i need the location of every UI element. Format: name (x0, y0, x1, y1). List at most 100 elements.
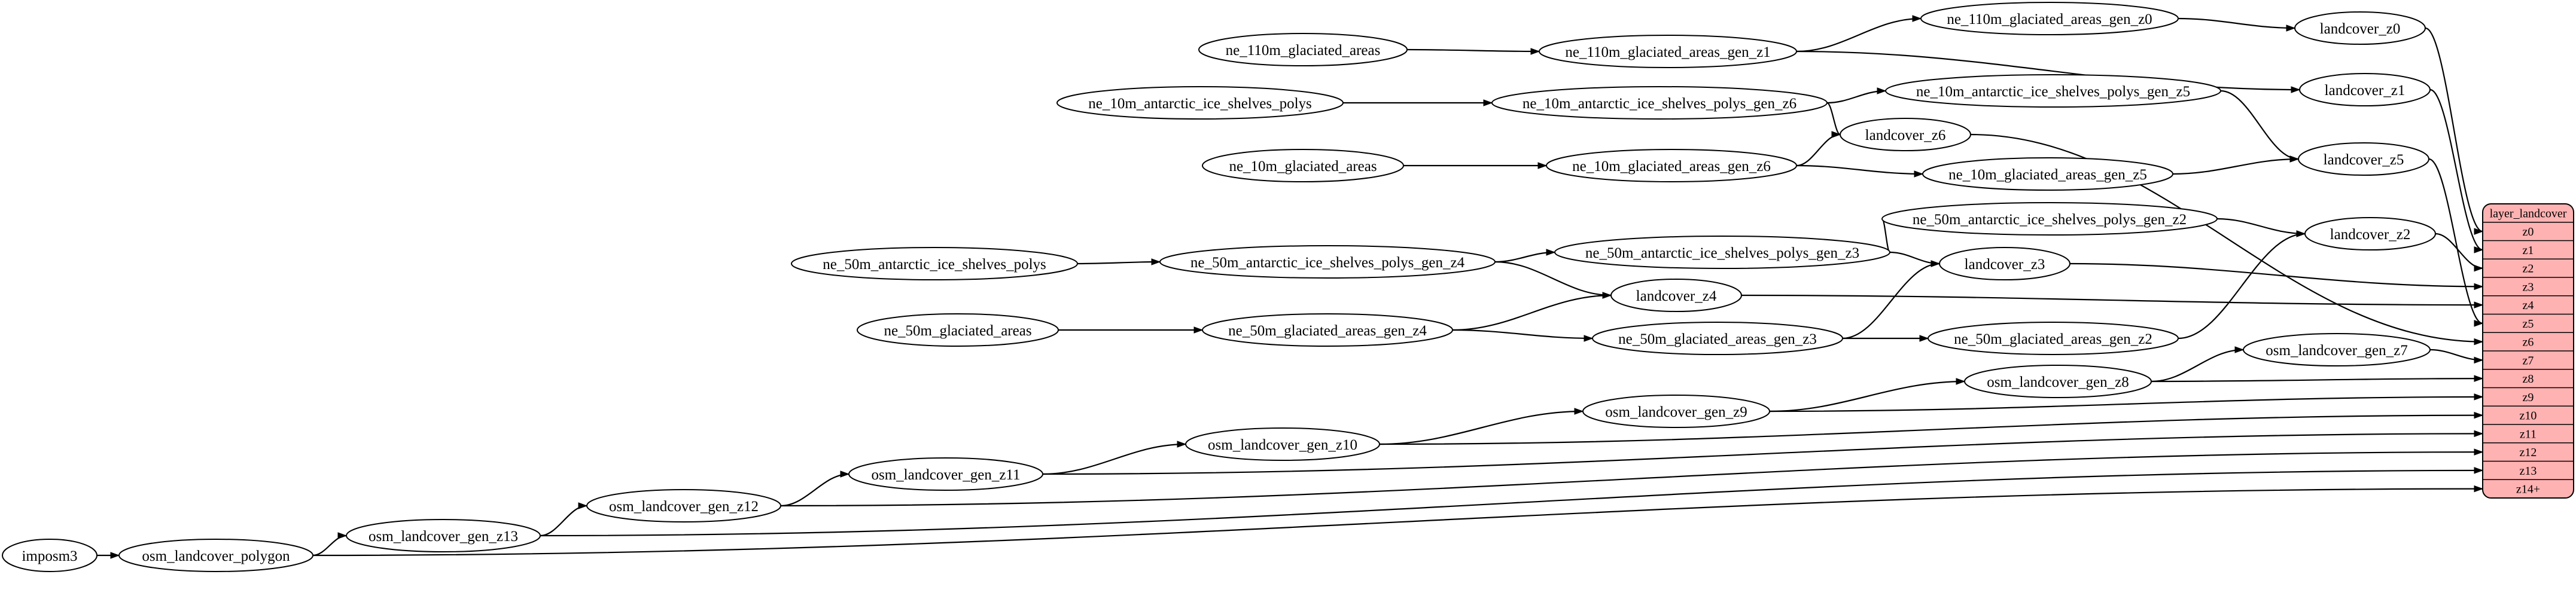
node-label-osm_landcover_gen_z8: osm_landcover_gen_z8 (1987, 374, 2129, 390)
edge-osm_landcover_gen_z11-to-osm_landcover_gen_z10 (1042, 444, 1186, 475)
edge-osm_landcover_polygon-to-osm_landcover_gen_z13 (312, 536, 346, 557)
node-label-ne_110m_glaciated_areas_gen_z1: ne_110m_glaciated_areas_gen_z1 (1565, 44, 1770, 60)
edge-ne_50m_antarctic_ice_shelves_polys_gen_z2-to-landcover_z2 (2216, 218, 2305, 234)
node-label-ne_110m_glaciated_areas_gen_z0: ne_110m_glaciated_areas_gen_z0 (1947, 11, 2152, 28)
node-landcover_z0: landcover_z0 (2294, 11, 2426, 45)
record-row-z13: z13 (2520, 465, 2537, 478)
node-label-ne_10m_antarctic_ice_shelves_polys_gen_z6: ne_10m_antarctic_ice_shelves_polys_gen_z… (1523, 96, 1796, 112)
node-ne_10m_glaciated_areas: ne_10m_glaciated_areas (1202, 149, 1404, 182)
node-label-ne_50m_antarctic_ice_shelves_polys_gen_z3: ne_50m_antarctic_ice_shelves_polys_gen_z… (1585, 245, 1859, 261)
record-row-z12: z12 (2520, 446, 2537, 459)
edge-osm_landcover_gen_z12-to-rec-z12 (780, 452, 2483, 507)
node-label-ne_10m_antarctic_ice_shelves_polys_gen_z5: ne_10m_antarctic_ice_shelves_polys_gen_z… (1916, 84, 2190, 100)
edge-ne_10m_glaciated_areas_gen_z5-to-landcover_z5 (2172, 159, 2298, 175)
edge-osm_landcover_gen_z12-to-osm_landcover_gen_z11 (780, 474, 849, 507)
node-landcover_z3: landcover_z3 (1939, 247, 2070, 280)
node-shape-ne_50m_antarctic_ice_shelves_polys_gen_z3 (1554, 236, 1890, 269)
node-shape-ne_110m_glaciated_areas (1198, 33, 1408, 66)
node-shape-ne_50m_glaciated_areas (857, 313, 1059, 347)
node-label-imposm3: imposm3 (22, 548, 77, 564)
edge-osm_landcover_gen_z10-to-osm_landcover_gen_z9 (1379, 411, 1583, 445)
record-row-z8: z8 (2523, 372, 2534, 386)
edge-ne_50m_antarctic_ice_shelves_polys_gen_z4-to-ne_50m_antarctic_ice_shelves_polys_gen_z3 (1494, 252, 1555, 263)
node-label-ne_50m_antarctic_ice_shelves_polys: ne_50m_antarctic_ice_shelves_polys (823, 256, 1046, 273)
record-row-z3: z3 (2523, 280, 2534, 294)
node-osm_landcover_gen_z9: osm_landcover_gen_z9 (1582, 395, 1770, 428)
edge-ne_10m_glaciated_areas_gen_z6-to-ne_10m_glaciated_areas_gen_z5 (1796, 164, 1923, 174)
node-osm_landcover_gen_z12: osm_landcover_gen_z12 (586, 489, 781, 522)
node-landcover_z2: landcover_z2 (2304, 217, 2436, 250)
node-ne_10m_glaciated_areas_gen_z5: ne_10m_glaciated_areas_gen_z5 (1922, 157, 2173, 191)
record-row-z4: z4 (2523, 299, 2534, 312)
edge-osm_landcover_gen_z13-to-osm_landcover_gen_z12 (540, 506, 587, 537)
edge-landcover_z6-to-rec-z6 (1970, 133, 2483, 342)
node-label-ne_50m_antarctic_ice_shelves_polys_gen_z2: ne_50m_antarctic_ice_shelves_polys_gen_z… (1913, 212, 2187, 228)
node-shape-landcover_z0 (2294, 11, 2426, 45)
node-label-landcover_z4: landcover_z4 (1636, 288, 1717, 304)
edge-ne_50m_glaciated_areas_gen_z4-to-landcover_z4 (1452, 295, 1611, 331)
edge-ne_110m_glaciated_areas_gen_z1-to-ne_110m_glaciated_areas_gen_z0 (1796, 19, 1921, 53)
node-label-ne_110m_glaciated_areas: ne_110m_glaciated_areas (1226, 42, 1381, 59)
node-osm_landcover_polygon: osm_landcover_polygon (118, 539, 313, 572)
record-row-z11: z11 (2520, 427, 2537, 441)
node-label-ne_50m_glaciated_areas_gen_z2: ne_50m_glaciated_areas_gen_z2 (1954, 331, 2152, 347)
node-shape-osm_landcover_gen_z13 (346, 519, 541, 552)
edge-ne_50m_antarctic_ice_shelves_polys-to-ne_50m_antarctic_ice_shelves_polys_gen_z4 (1077, 262, 1160, 264)
record-row-z0: z0 (2523, 225, 2534, 239)
edges-layer (97, 19, 2483, 555)
node-ne_10m_glaciated_areas_gen_z6: ne_10m_glaciated_areas_gen_z6 (1546, 149, 1797, 182)
node-ne_110m_glaciated_areas: ne_110m_glaciated_areas (1198, 33, 1408, 66)
edge-ne_110m_glaciated_areas-to-ne_110m_glaciated_areas_gen_z1 (1406, 50, 1539, 51)
node-shape-ne_10m_antarctic_ice_shelves_polys_gen_z6 (1491, 86, 1828, 120)
node-shape-osm_landcover_gen_z7 (2243, 333, 2431, 366)
node-ne_50m_antarctic_ice_shelves_polys_gen_z3: ne_50m_antarctic_ice_shelves_polys_gen_z… (1554, 236, 1890, 269)
record-title: layer_landcover (2490, 207, 2567, 220)
edge-landcover_z2-to-rec-z2 (2435, 233, 2483, 268)
node-landcover_z6: landcover_z6 (1840, 118, 1971, 151)
node-shape-landcover_z5 (2298, 142, 2429, 176)
record-row-z2: z2 (2523, 262, 2534, 276)
node-label-ne_50m_antarctic_ice_shelves_polys_gen_z4: ne_50m_antarctic_ice_shelves_polys_gen_z… (1190, 255, 1465, 271)
node-label-osm_landcover_gen_z9: osm_landcover_gen_z9 (1605, 404, 1747, 420)
edge-osm_landcover_gen_z10-to-rec-z10 (1379, 415, 2483, 445)
node-label-osm_landcover_polygon: osm_landcover_polygon (142, 548, 290, 564)
edge-landcover_z0-to-rec-z0 (2425, 27, 2483, 231)
node-landcover_z4: landcover_z4 (1610, 279, 1742, 312)
node-ne_50m_glaciated_areas_gen_z4: ne_50m_glaciated_areas_gen_z4 (1202, 313, 1453, 347)
node-label-ne_10m_glaciated_areas_gen_z6: ne_10m_glaciated_areas_gen_z6 (1572, 158, 1771, 175)
node-landcover_z5: landcover_z5 (2298, 142, 2429, 176)
node-shape-osm_landcover_gen_z10 (1185, 427, 1380, 461)
edge-ne_10m_antarctic_ice_shelves_polys_gen_z5-to-landcover_z5 (2220, 90, 2298, 159)
node-label-ne_10m_antarctic_ice_shelves_polys: ne_10m_antarctic_ice_shelves_polys (1088, 96, 1312, 112)
node-shape-ne_10m_glaciated_areas_gen_z5 (1922, 157, 2173, 191)
record-row-z1: z1 (2523, 244, 2534, 257)
node-ne_50m_antarctic_ice_shelves_polys_gen_z4: ne_50m_antarctic_ice_shelves_polys_gen_z… (1159, 245, 1496, 279)
edge-ne_10m_antarctic_ice_shelves_polys_gen_z6-to-ne_10m_antarctic_ice_shelves_polys_gen_z5 (1826, 91, 1886, 104)
node-shape-landcover_z1 (2299, 73, 2431, 106)
node-shape-ne_110m_glaciated_areas_gen_z0 (1920, 2, 2179, 35)
node-shape-osm_landcover_gen_z8 (1964, 365, 2152, 398)
node-imposm3: imposm3 (2, 539, 98, 572)
record-row-z14+: z14+ (2516, 483, 2540, 496)
edge-osm_landcover_gen_z9-to-osm_landcover_gen_z8 (1769, 381, 1965, 412)
node-ne_10m_antarctic_ice_shelves_polys_gen_z5: ne_10m_antarctic_ice_shelves_polys_gen_z… (1885, 74, 2221, 108)
node-label-osm_landcover_gen_z11: osm_landcover_gen_z11 (872, 467, 1021, 483)
edge-ne_50m_antarctic_ice_shelves_polys_gen_z4-to-landcover_z4 (1494, 261, 1611, 295)
node-shape-ne_50m_antarctic_ice_shelves_polys_gen_z2 (1881, 202, 2218, 236)
node-landcover_z1: landcover_z1 (2299, 73, 2431, 106)
node-label-landcover_z0: landcover_z0 (2320, 21, 2401, 37)
node-osm_landcover_gen_z8: osm_landcover_gen_z8 (1964, 365, 2152, 398)
node-shape-ne_50m_glaciated_areas_gen_z2 (1928, 322, 2179, 355)
edge-osm_landcover_gen_z8-to-osm_landcover_gen_z7 (2151, 350, 2243, 383)
node-shape-landcover_z2 (2304, 217, 2436, 250)
edge-ne_50m_glaciated_areas_gen_z4-to-ne_50m_glaciated_areas_gen_z3 (1452, 329, 1593, 338)
node-label-ne_10m_glaciated_areas: ne_10m_glaciated_areas (1229, 158, 1377, 175)
node-shape-landcover_z4 (1610, 279, 1742, 312)
edge-osm_landcover_gen_z7-to-rec-z7 (2429, 349, 2483, 360)
node-shape-osm_landcover_gen_z9 (1582, 395, 1770, 428)
node-shape-ne_10m_glaciated_areas_gen_z6 (1546, 149, 1797, 182)
edge-ne_50m_antarctic_ice_shelves_polys_gen_z3-to-landcover_z3 (1889, 251, 1939, 264)
node-label-landcover_z3: landcover_z3 (1965, 256, 2045, 273)
node-label-landcover_z2: landcover_z2 (2330, 227, 2411, 243)
node-shape-imposm3 (2, 539, 98, 572)
